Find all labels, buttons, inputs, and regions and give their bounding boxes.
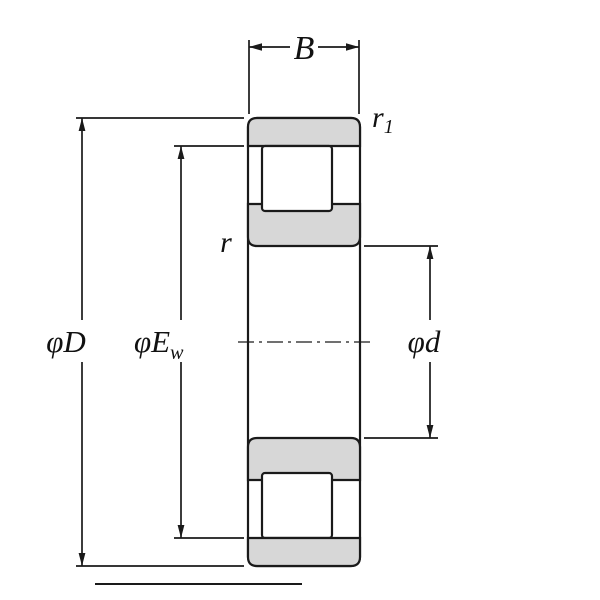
label-mask <box>290 28 318 64</box>
label-mask <box>126 320 196 362</box>
dimension-outer-diameter: φD <box>42 117 244 567</box>
inner-ring-rib-top-section <box>246 202 362 248</box>
arrowhead-up <box>177 146 185 159</box>
inner-chamfer-label: r <box>220 226 232 259</box>
outer-chamfer-label: r1 <box>372 101 394 138</box>
arrowhead-down <box>78 553 86 566</box>
arrowhead-down <box>177 525 185 538</box>
arrowhead-up <box>78 118 86 131</box>
roller-top <box>260 144 334 213</box>
arrowhead-left <box>249 43 262 51</box>
arrowhead-down <box>426 425 434 438</box>
dimension-width-B: B <box>248 28 360 114</box>
raceway-diameter-label: φEw <box>134 324 184 364</box>
dimension-bore-diameter: φd <box>364 245 450 439</box>
outer-diameter-label: φD <box>46 324 86 359</box>
label-mask <box>42 320 92 362</box>
inner-ring-rib-bottom-section <box>246 436 362 482</box>
dimension-raceway-diameter: φEw <box>126 145 244 539</box>
bore-diameter-label: φd <box>408 324 441 359</box>
outer-ring-top-section <box>246 116 362 148</box>
arrowhead-up <box>426 246 434 259</box>
width-label: B <box>294 30 315 67</box>
outer-ring-bottom-section <box>246 536 362 568</box>
roller-bottom <box>260 471 334 540</box>
arrowhead-right <box>346 43 359 51</box>
label-mask <box>402 320 450 362</box>
